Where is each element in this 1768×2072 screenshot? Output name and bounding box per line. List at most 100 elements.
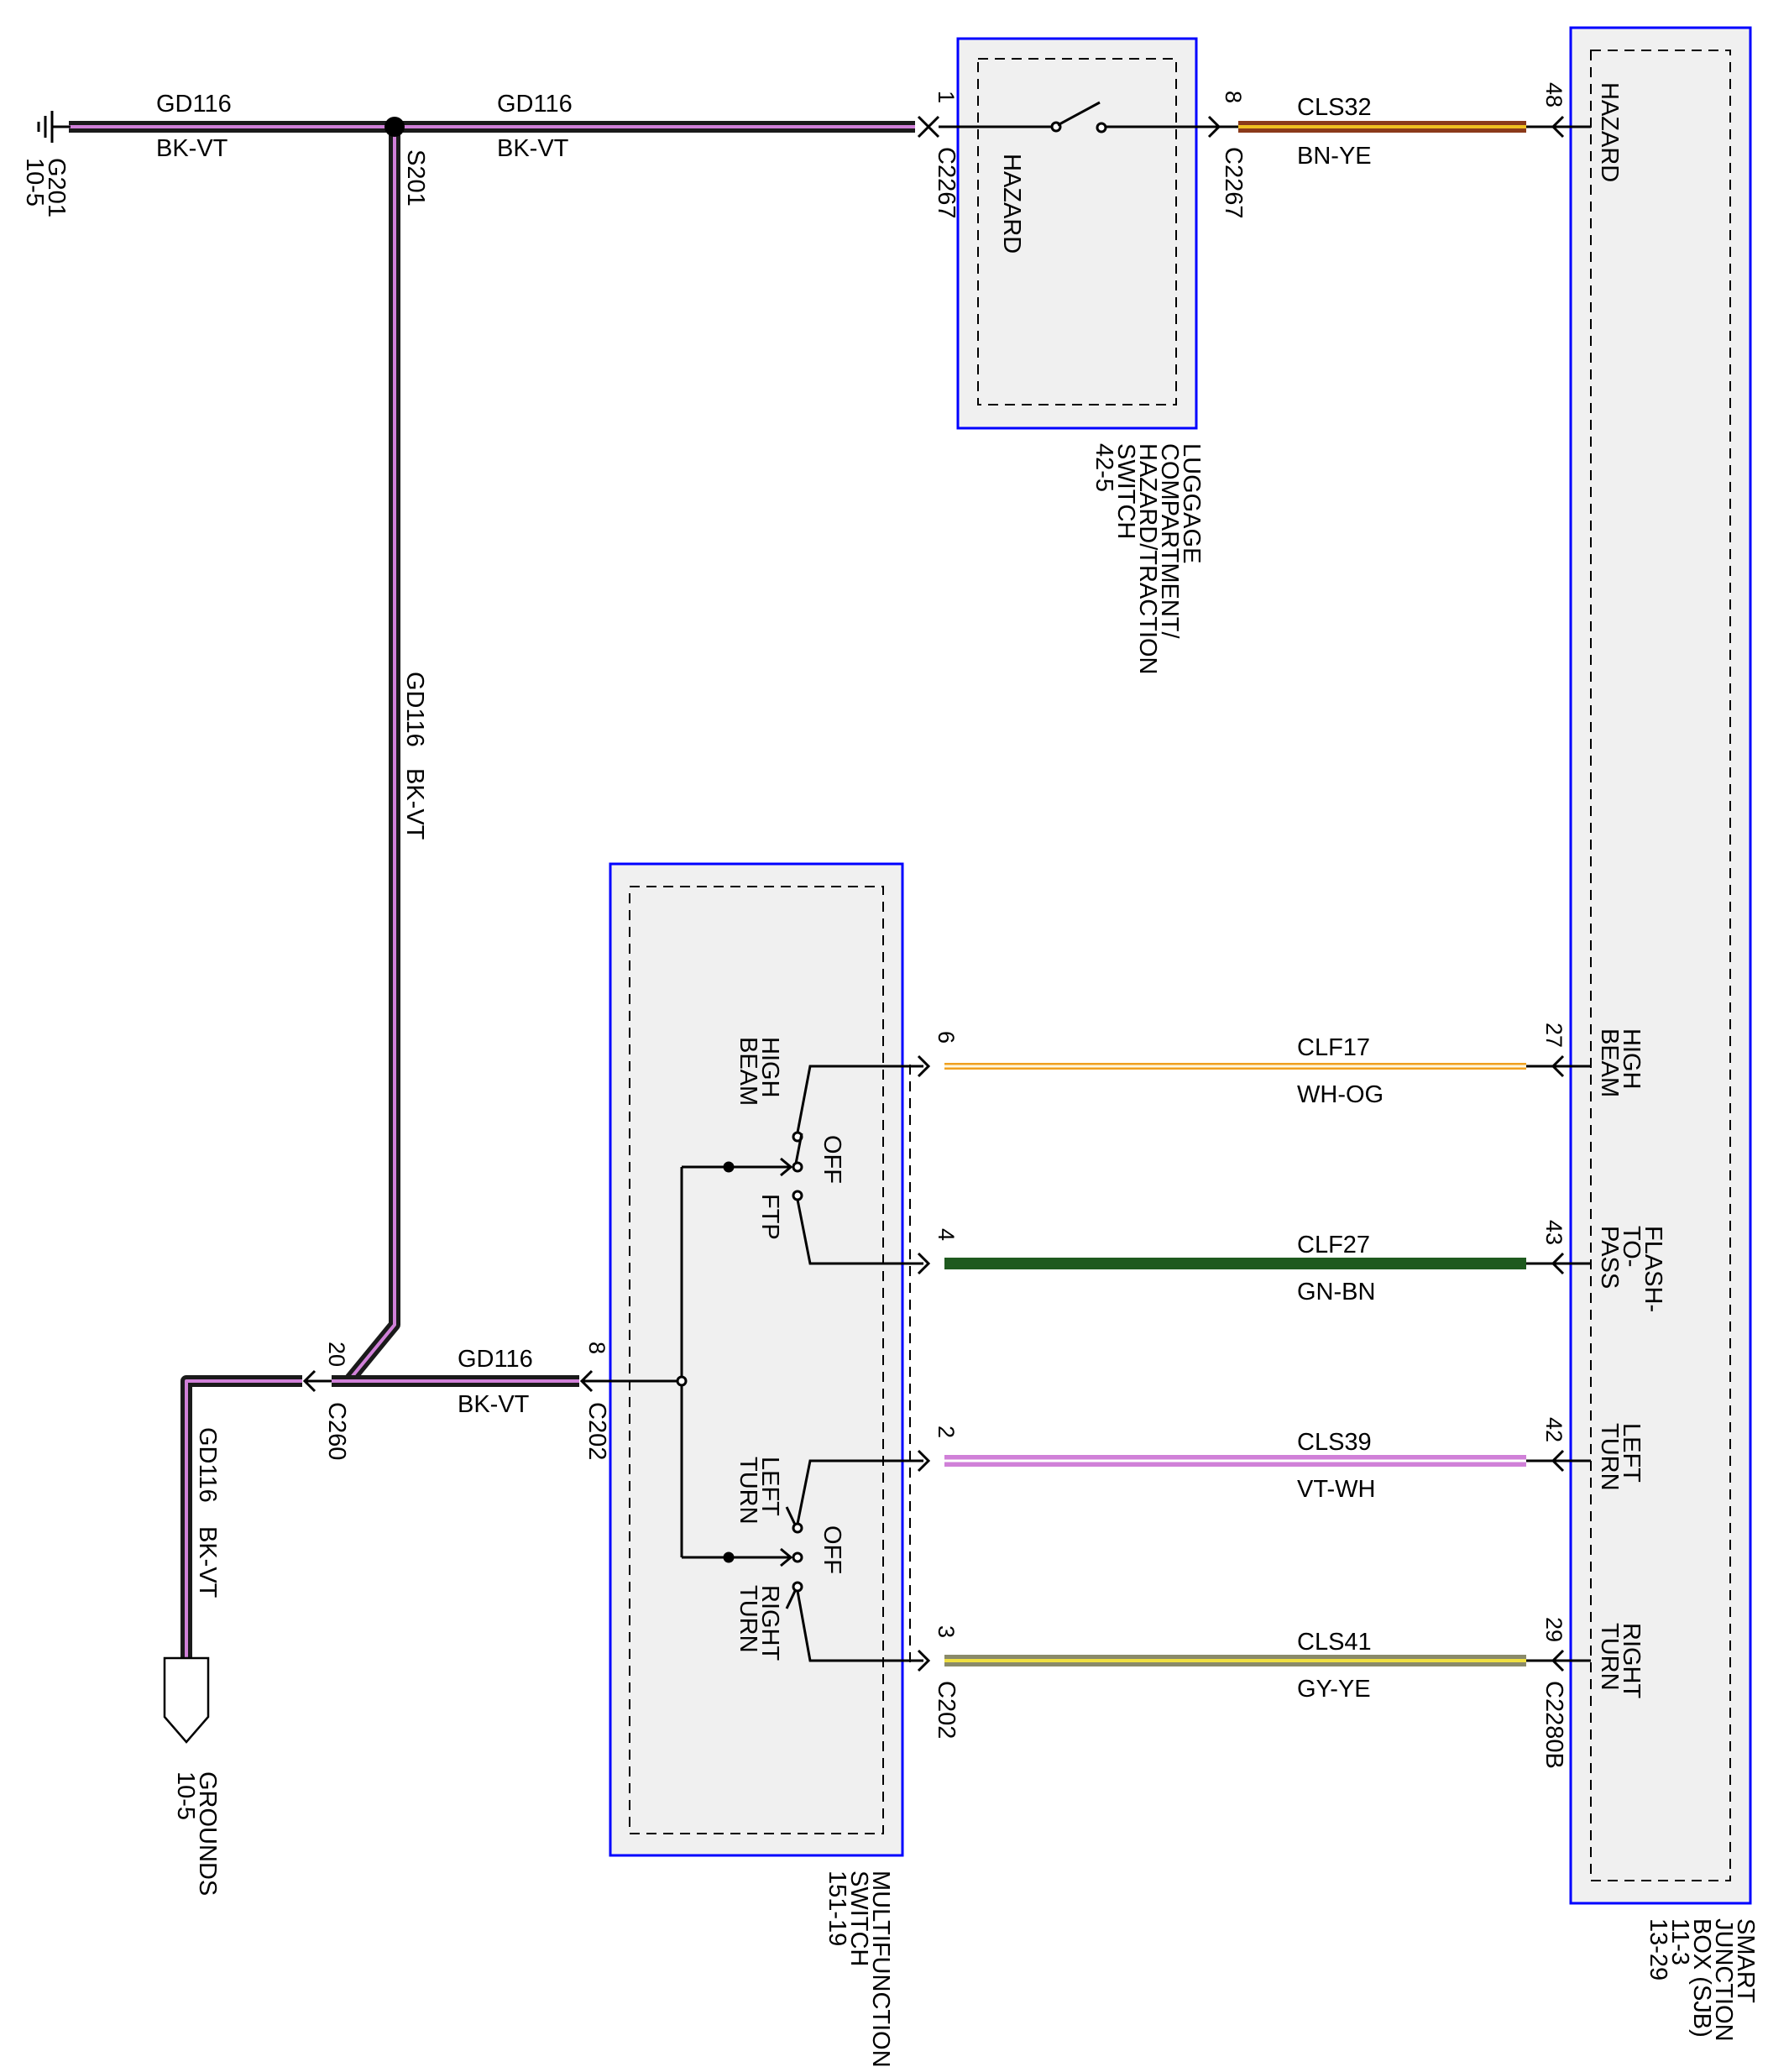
svg-text:JUNCTION: JUNCTION (1710, 1918, 1737, 2042)
gd116-color-c: BK-VT (458, 1391, 530, 1418)
c2267-pin1: 1 (934, 91, 959, 103)
sjb-pin27: 27 (1541, 1023, 1567, 1048)
gd116-color-b: BK-VT (497, 135, 569, 162)
mfs-left-turn-label-1: LEFT (756, 1457, 783, 1516)
c202-label-right: C202 (933, 1681, 960, 1739)
multifunction-switch-module (609, 862, 911, 1857)
luggage-switch-inner-box (977, 58, 1177, 406)
c2280b-label: C2280B (1540, 1681, 1567, 1769)
sjb-inner-box (1590, 50, 1731, 1881)
sjb-name: SMART JUNCTION BOX (SJB) 11-3 13-29 (1645, 1918, 1759, 2042)
multifunction-switch-contacts (676, 1065, 923, 1662)
sjb-right-turn-label-1: RIGHT (1618, 1623, 1645, 1699)
svg-text:MULTIFUNCTION: MULTIFUNCTION (867, 1871, 894, 2068)
gd116-label-a: GD116 (156, 91, 232, 118)
hazard-switch-label: HAZARD (998, 154, 1025, 254)
c202-pin6: 6 (934, 1031, 959, 1044)
g201-label: G201 (43, 158, 70, 217)
gd116-wire-vertical (347, 127, 396, 1383)
sjb-pin29: 29 (1541, 1617, 1567, 1642)
svg-text:151-19: 151-19 (824, 1871, 850, 1946)
sjb-left-turn-label-1: LEFT (1618, 1423, 1645, 1483)
c202-pin8: 8 (584, 1342, 609, 1354)
multifunction-switch-outer-box (609, 862, 904, 1857)
c202-pin2: 2 (934, 1426, 959, 1438)
sjb-pin-arrows (1526, 1054, 1591, 1672)
hazard-switch-contacts (939, 101, 1213, 133)
gd116-label-ground: GD116 (194, 1427, 221, 1503)
gd116-wire-group (69, 121, 915, 1658)
mfs-right-turn-label-1: RIGHT (756, 1585, 783, 1661)
mfs-off-label-1: OFF (819, 1135, 845, 1184)
sjb-pin42: 42 (1541, 1417, 1567, 1442)
svg-text:HAZARD/TRACTION: HAZARD/TRACTION (1134, 443, 1161, 675)
multifunction-switch-inner-box (629, 886, 884, 1834)
svg-text:SWITCH: SWITCH (1112, 443, 1139, 539)
svg-text:SWITCH: SWITCH (845, 1871, 872, 1966)
c2267-pin8-arrow (1207, 115, 1238, 139)
grounds-ref: 10-5 (172, 1771, 199, 1820)
c202-pin-arrows (917, 1054, 931, 1672)
svg-text:BOX (SJB): BOX (SJB) (1688, 1918, 1715, 2038)
multifunction-switch-name: MULTIFUNCTION SWITCH 151-19 (824, 1871, 894, 2068)
cls39-label: CLS39 (1297, 1429, 1372, 1456)
sjb-module (1569, 26, 1752, 1905)
c260-pin: 20 (324, 1342, 349, 1367)
svg-text:11-3: 11-3 (1666, 1918, 1693, 1965)
c260-connector-symbol (302, 1369, 332, 1393)
sjb-left-turn-label-2: TURN (1596, 1423, 1623, 1491)
c202-label-left: C202 (583, 1402, 610, 1460)
svg-text:13-29: 13-29 (1645, 1918, 1671, 1980)
sjb-ftp-label-2: TO- (1618, 1226, 1645, 1267)
mfs-off-label-2: OFF (819, 1525, 845, 1574)
c202-pin8-arrow (579, 1369, 682, 1393)
c260-label: C260 (323, 1402, 350, 1460)
grounds-connector-symbol (163, 1656, 210, 1744)
cls41-label: CLS41 (1297, 1629, 1372, 1656)
luggage-switch-name: LUGGAGE COMPARTMENT/ HAZARD/TRACTION SWI… (1091, 443, 1205, 675)
c202-pin4: 4 (934, 1228, 959, 1241)
sjb-ftp-label-1: FLASH- (1640, 1226, 1666, 1312)
mfs-left-turn-label-2: TURN (735, 1457, 761, 1525)
luggage-switch-module (956, 37, 1198, 430)
svg-text:42-5: 42-5 (1091, 443, 1117, 492)
mfs-ftp-label: FTP (756, 1194, 783, 1240)
sjb-ftp-label-3: PASS (1596, 1226, 1623, 1289)
sjb-pin48: 48 (1541, 82, 1567, 107)
clf27-label: CLF27 (1297, 1232, 1370, 1258)
svg-text:LUGGAGE: LUGGAGE (1178, 443, 1205, 563)
gd116-color-vertical: BK-VT (401, 768, 428, 840)
cls32-color: BN-YE (1297, 143, 1372, 170)
s201-label: S201 (402, 149, 429, 207)
luggage-switch-outer-box (956, 37, 1198, 430)
mfs-high-beam-label-2: BEAM (735, 1037, 761, 1106)
gd116-wire-segment-d (185, 1379, 302, 1658)
cls32-label: CLS32 (1297, 94, 1372, 121)
mfs-high-beam-label-1: HIGH (756, 1037, 783, 1098)
g201-ground-symbol (37, 111, 71, 143)
sjb-high-beam-label-1: HIGH (1618, 1028, 1645, 1090)
c2267-label-right: C2267 (1220, 147, 1247, 218)
cls39-color: VT-WH (1297, 1476, 1375, 1503)
gd116-color-ground: BK-VT (194, 1526, 221, 1598)
sjb-pin43: 43 (1541, 1220, 1567, 1245)
clf17-color: WH-OG (1297, 1081, 1384, 1108)
gd116-label-c: GD116 (458, 1346, 533, 1373)
clf17-label: CLF17 (1297, 1034, 1370, 1061)
sjb-hazard-label: HAZARD (1596, 82, 1623, 182)
clf27-color: GN-BN (1297, 1279, 1375, 1305)
mfs-right-turn-label-2: TURN (735, 1585, 761, 1653)
sjb-pin48-arrow (1526, 115, 1591, 139)
c2267-pin1-arrow (917, 115, 940, 139)
sjb-high-beam-label-2: BEAM (1596, 1028, 1623, 1097)
cls41-color: GY-YE (1297, 1676, 1371, 1703)
c202-pin3: 3 (934, 1625, 959, 1638)
s201-splice-dot (384, 117, 405, 137)
c2267-label-left: C2267 (933, 147, 960, 218)
gd116-color-a: BK-VT (156, 135, 228, 162)
gd116-label-vertical: GD116 (401, 672, 428, 747)
sjb-outer-box (1569, 26, 1752, 1905)
c2267-pin8: 8 (1221, 91, 1246, 103)
gd116-label-b: GD116 (497, 91, 573, 118)
